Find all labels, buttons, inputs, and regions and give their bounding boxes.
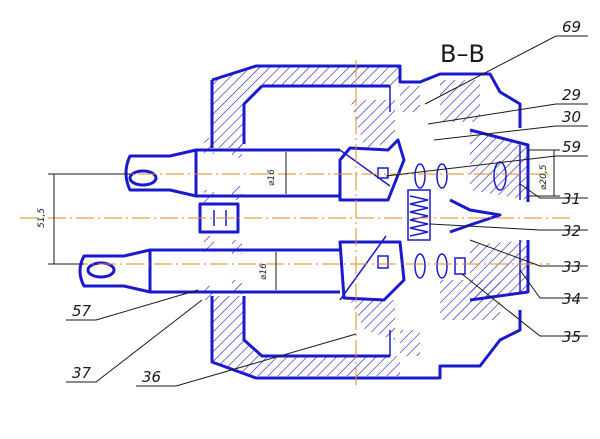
valve-levers: [338, 138, 406, 302]
callout-35: 35: [562, 328, 581, 346]
axis-spacing-label: 51,5: [37, 208, 47, 228]
callout-29: 29: [562, 86, 581, 104]
dimension-axis-spacing: 51,5: [37, 173, 130, 265]
callout-69: 69: [562, 18, 581, 36]
lower-shaft-dia-label: ⌀16: [259, 263, 269, 280]
callout-32: 32: [562, 222, 581, 240]
center-lines: [20, 60, 570, 385]
upper-shaft: [124, 138, 340, 204]
callout-34: 34: [562, 290, 581, 308]
nozzle-body: [414, 128, 530, 302]
callout-30: 30: [562, 108, 581, 126]
nozzle-dia-label: ⌀20,5: [539, 164, 549, 190]
callout-57: 57: [72, 302, 92, 320]
dimension-nozzle: ⌀20,5: [528, 149, 560, 197]
upper-shaft-dia-label: ⌀16: [267, 169, 277, 186]
spring: [407, 189, 431, 241]
callout-33: 33: [562, 258, 581, 276]
dimension-lower-shaft: ⌀16: [259, 252, 277, 290]
callout-37: 37: [72, 364, 92, 382]
housing: [210, 64, 528, 380]
callout-36: 36: [142, 368, 161, 386]
callout-59: 59: [562, 138, 581, 156]
lower-shaft: [78, 236, 340, 300]
section-title: В–В: [440, 40, 485, 68]
leader-lines: [66, 35, 588, 387]
callout-31: 31: [562, 190, 581, 208]
callout-labels: 69 29 30 59 31 32 33 34 35 36 37 57: [72, 18, 581, 386]
dimension-upper-shaft: ⌀16: [267, 152, 287, 194]
